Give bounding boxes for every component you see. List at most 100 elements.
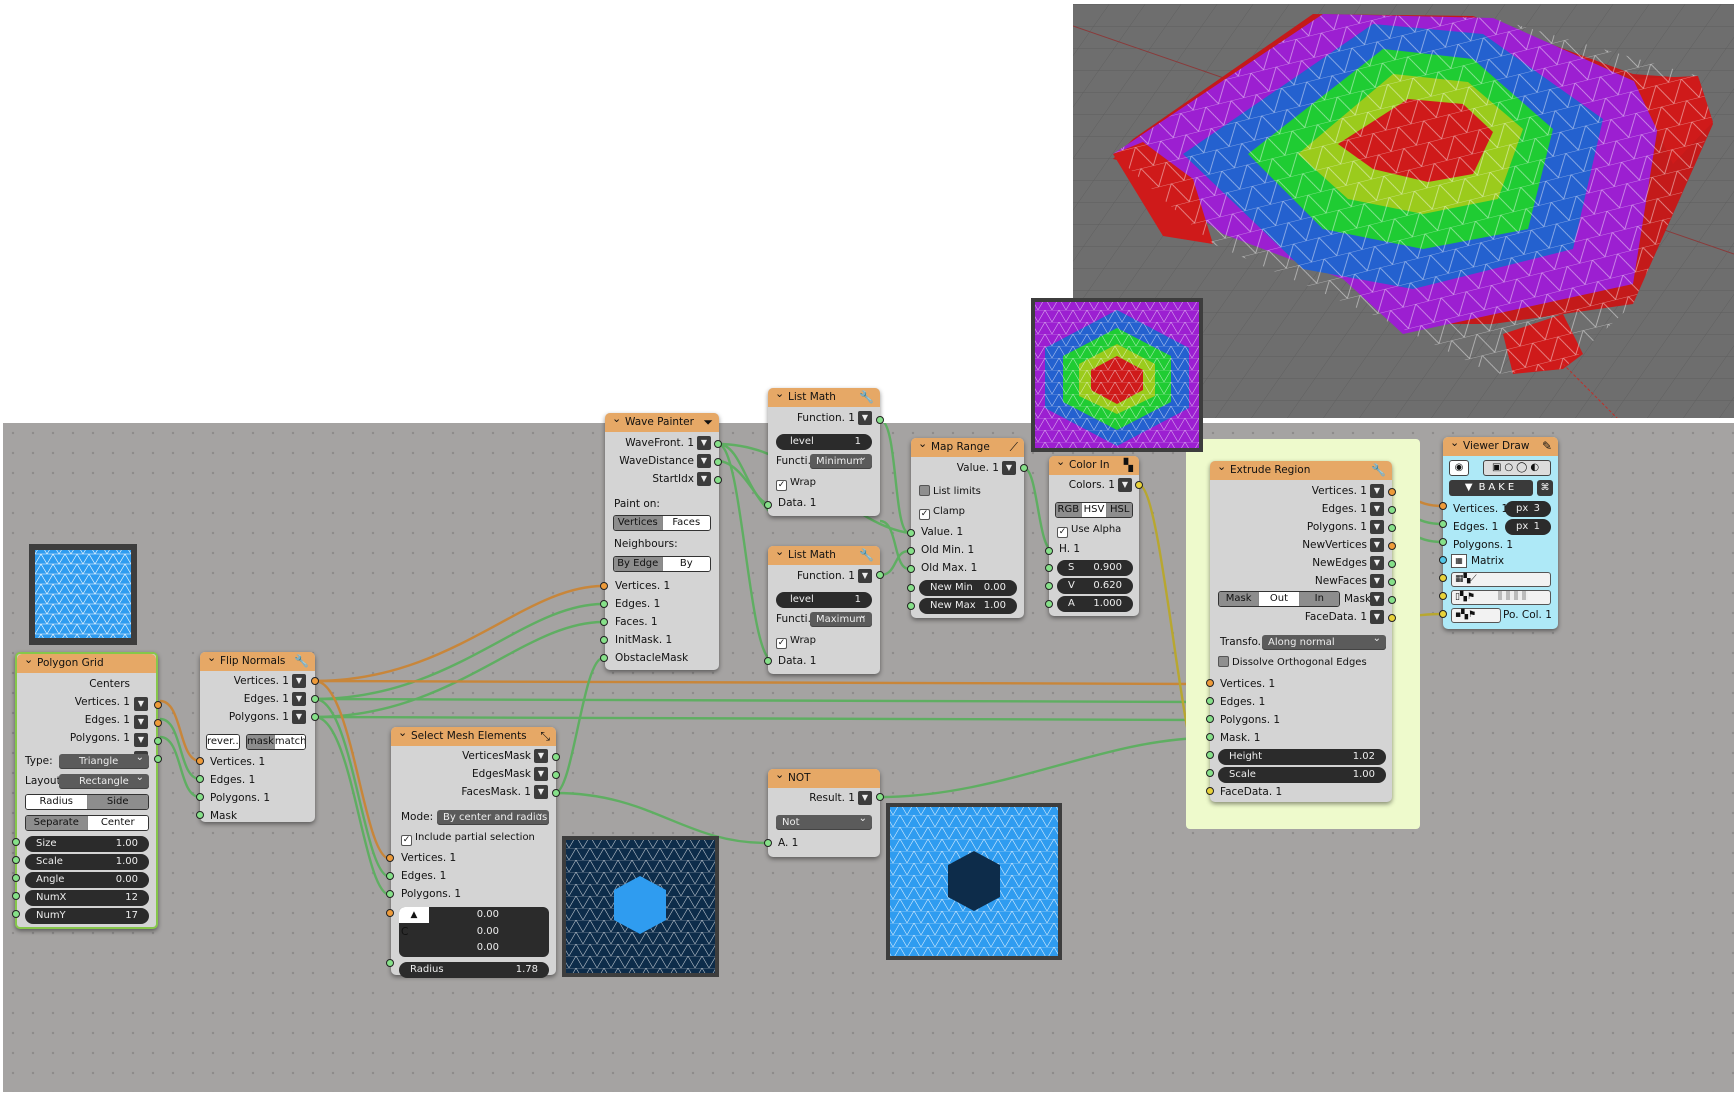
- socket[interactable]: [1388, 524, 1396, 532]
- viewer-draw-node[interactable]: Viewer Draw✎ ◉ ▣○◯◐ ▼BAKE ⌘ Vertices. 1 …: [1443, 433, 1558, 629]
- paint-vertices[interactable]: Vertices: [614, 516, 663, 530]
- chevron-down-icon[interactable]: ▼: [292, 674, 306, 688]
- dissolve-checkbox[interactable]: Dissolve Orthogonal Edges: [1218, 655, 1367, 670]
- chevron-down-icon[interactable]: ▼: [1370, 484, 1384, 498]
- polygon-grid-node[interactable]: Polygon Grid Centers Vertices. 1 Edges. …: [15, 650, 158, 929]
- paint-on-toggle[interactable]: Vertices Faces: [613, 515, 711, 531]
- match-option[interactable]: match: [274, 735, 306, 749]
- socket[interactable]: [1439, 556, 1447, 564]
- socket[interactable]: [714, 458, 722, 466]
- mask-mode-toggle[interactable]: Mask Out In: [1218, 591, 1340, 607]
- list-math-header[interactable]: List Math🔧: [768, 542, 880, 565]
- chevron-down-icon[interactable]: ▼: [1370, 502, 1384, 516]
- socket[interactable]: [907, 529, 915, 537]
- socket[interactable]: [907, 565, 915, 573]
- chevron-down-icon[interactable]: ▼: [697, 436, 711, 450]
- socket[interactable]: [1388, 488, 1396, 496]
- socket[interactable]: [386, 959, 394, 967]
- socket[interactable]: [12, 910, 20, 918]
- extrude-region-node[interactable]: Extrude Region🔧 Vertices. 1 Edges. 1 Pol…: [1210, 457, 1392, 802]
- socket[interactable]: [552, 771, 560, 779]
- socket[interactable]: [552, 789, 560, 797]
- function-select[interactable]: Minimum: [810, 450, 872, 469]
- mode-rgb[interactable]: RGB: [1056, 503, 1082, 517]
- socket[interactable]: [1045, 600, 1053, 608]
- nb-by-vertex[interactable]: By Vertex: [662, 557, 710, 571]
- socket[interactable]: [196, 757, 204, 765]
- in-option[interactable]: In: [1299, 592, 1339, 606]
- socket[interactable]: [12, 892, 20, 900]
- list-math-header[interactable]: List Math🔧: [768, 384, 880, 407]
- chevron-down-icon[interactable]: ▼: [534, 749, 548, 763]
- socket[interactable]: [12, 838, 20, 846]
- select-mesh-header[interactable]: Select Mesh Elements⤡: [391, 723, 556, 746]
- mode-side[interactable]: Side: [87, 795, 148, 809]
- function-select[interactable]: Maximum: [810, 608, 872, 627]
- chevron-down-icon[interactable]: ▼: [1370, 520, 1384, 534]
- socket[interactable]: [1206, 679, 1214, 687]
- socket[interactable]: [386, 890, 394, 898]
- socket[interactable]: [154, 719, 162, 727]
- socket[interactable]: [154, 737, 162, 745]
- transform-select[interactable]: Along normal: [1262, 631, 1386, 650]
- chevron-down-icon[interactable]: ▼: [292, 710, 306, 724]
- chevron-down-icon[interactable]: ▼: [1370, 538, 1384, 552]
- chevron-down-icon[interactable]: ▼: [858, 791, 872, 805]
- socket[interactable]: [1388, 542, 1396, 550]
- socket[interactable]: [552, 753, 560, 761]
- color-in-node[interactable]: Color In▚ Colors. 1 ▼ RGB HSV HSL ✓Use A…: [1049, 452, 1139, 616]
- socket[interactable]: [1439, 502, 1447, 510]
- polygon-grid-header[interactable]: Polygon Grid: [17, 650, 156, 673]
- chevron-down-icon[interactable]: ▼: [134, 733, 148, 747]
- socket[interactable]: [1045, 564, 1053, 572]
- socket[interactable]: [311, 695, 319, 703]
- 3d-viewport[interactable]: [1073, 4, 1734, 418]
- poly-color-toggles[interactable]: ▪▚⚑: [1451, 608, 1501, 623]
- socket[interactable]: [714, 476, 722, 484]
- vertex-color-swatch[interactable]: ▦▚⟋: [1451, 572, 1551, 587]
- socket[interactable]: [1206, 697, 1214, 705]
- wrap-checkbox[interactable]: ✓Wrap: [776, 475, 816, 491]
- chevron-down-icon[interactable]: ▼: [534, 785, 548, 799]
- mask-option[interactable]: mask: [247, 735, 275, 749]
- socket[interactable]: [1206, 769, 1214, 777]
- chevron-down-icon[interactable]: ▼: [1370, 574, 1384, 588]
- socket[interactable]: [386, 909, 394, 917]
- color-mode-toggle[interactable]: RGB HSV HSL: [1055, 502, 1133, 518]
- socket[interactable]: [1206, 787, 1214, 795]
- socket[interactable]: [196, 811, 204, 819]
- socket[interactable]: [1388, 560, 1396, 568]
- chevron-down-icon[interactable]: ▼: [1002, 461, 1016, 475]
- nb-by-edge[interactable]: By Edge: [614, 557, 663, 571]
- socket[interactable]: [1439, 538, 1447, 546]
- layout-select[interactable]: Rectangle: [59, 770, 149, 789]
- socket[interactable]: [1045, 582, 1053, 590]
- socket[interactable]: [154, 755, 162, 763]
- chevron-down-icon[interactable]: ▼: [697, 472, 711, 486]
- map-range-node[interactable]: Map Range⟋ Value. 1 ▼ List limits ✓Clamp…: [911, 434, 1024, 618]
- socket[interactable]: [876, 571, 884, 579]
- extrude-region-header[interactable]: Extrude Region🔧: [1210, 457, 1392, 480]
- chevron-down-icon[interactable]: ▼: [1370, 610, 1384, 624]
- socket[interactable]: [764, 657, 772, 665]
- socket[interactable]: [876, 416, 884, 424]
- mask-match-toggle[interactable]: mask match: [246, 734, 306, 750]
- paint-faces[interactable]: Faces: [662, 516, 710, 530]
- socket[interactable]: [764, 501, 772, 509]
- socket[interactable]: [1388, 578, 1396, 586]
- socket[interactable]: [907, 602, 915, 610]
- include-partial-checkbox[interactable]: ✓Include partial selection: [401, 830, 535, 846]
- center-vector-field[interactable]: ▲ 0.00 0.00 0.00: [399, 907, 549, 957]
